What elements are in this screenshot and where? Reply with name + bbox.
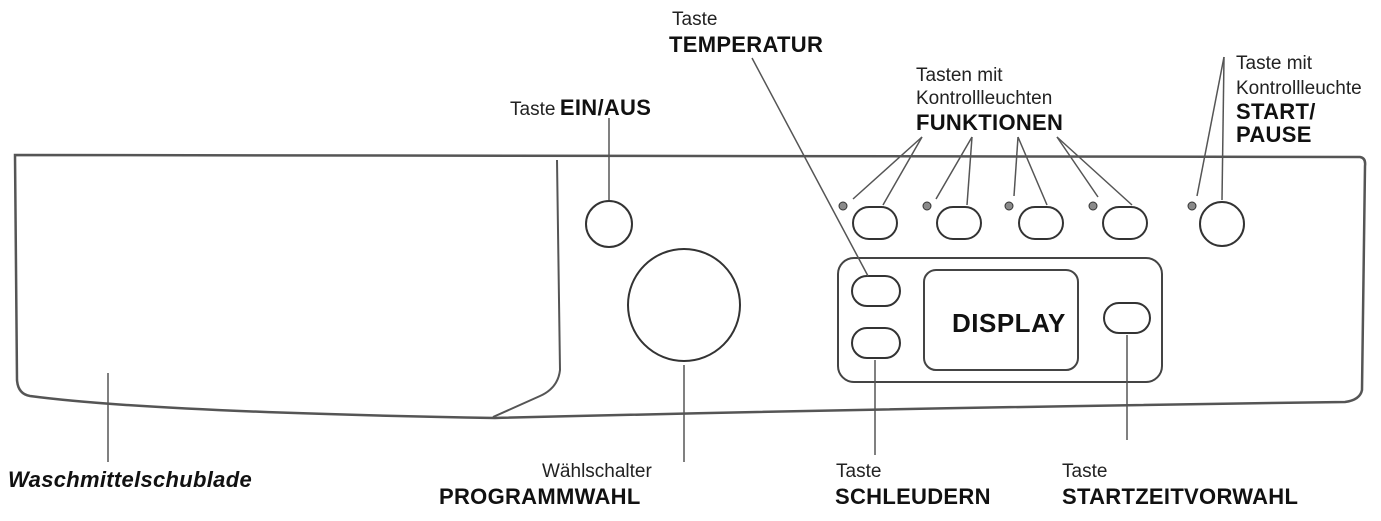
panel-outline <box>13 153 1367 420</box>
label-waschmittelschublade: Waschmittelschublade <box>8 467 252 492</box>
display-screen <box>923 269 1079 371</box>
on-off-button <box>585 200 633 248</box>
label-temperatur-prefix: Taste <box>672 9 718 30</box>
label-temperatur-name: TEMPERATUR <box>669 32 824 57</box>
label-start-pause-line1: Taste mit <box>1236 53 1313 74</box>
label-ein-aus-name: EIN/AUS <box>559 95 652 120</box>
program-dial <box>627 248 741 362</box>
spin-button <box>851 327 901 359</box>
leader-temperatur <box>751 57 869 277</box>
function-led-3 <box>1004 201 1014 211</box>
function-button-3 <box>1018 206 1064 240</box>
display-module <box>837 257 1163 383</box>
label-schleudern-prefix: Taste <box>836 461 882 482</box>
label-start-pause-name2: PAUSE <box>1236 122 1312 147</box>
label-startzeit-name: STARTZEITVORWAHL <box>1062 484 1299 509</box>
function-led-2 <box>922 201 932 211</box>
label-ein-aus-prefix: Taste <box>510 99 556 120</box>
start-pause-led <box>1187 201 1197 211</box>
drawer-edge <box>492 159 562 418</box>
label-funktionen-line2: Kontrollleuchten <box>916 88 1053 109</box>
label-start-pause-line2: Kontrollleuchte <box>1236 78 1362 99</box>
label-programmwahl-prefix: Wählschalter <box>542 461 652 482</box>
function-button-4 <box>1102 206 1148 240</box>
function-button-1 <box>852 206 898 240</box>
temperature-button <box>851 275 901 307</box>
label-start-pause-name1: START/ <box>1236 99 1316 124</box>
function-button-2 <box>936 206 982 240</box>
start-pause-button <box>1199 201 1245 247</box>
label-ein-aus: Taste EIN/AUS <box>510 95 652 120</box>
label-funktionen-line1: Tasten mit <box>916 65 1003 86</box>
label-funktionen-name: FUNKTIONEN <box>916 110 1064 135</box>
display-label: DISPLAY <box>952 308 1066 338</box>
function-led-1 <box>838 201 848 211</box>
label-programmwahl-name: PROGRAMMWAHL <box>439 484 641 509</box>
label-startzeit-prefix: Taste <box>1062 461 1108 482</box>
label-schleudern-name: SCHLEUDERN <box>835 484 991 509</box>
delay-start-button <box>1103 302 1151 334</box>
function-led-4 <box>1088 201 1098 211</box>
